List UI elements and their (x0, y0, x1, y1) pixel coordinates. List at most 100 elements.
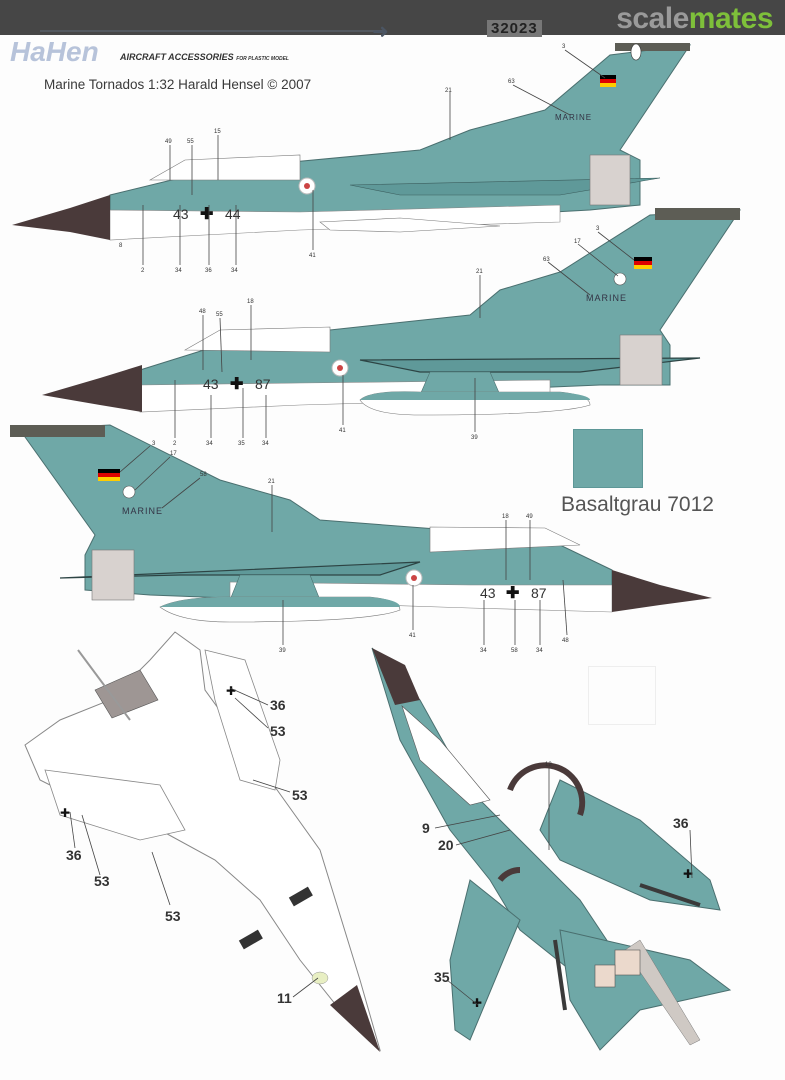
iron-cross-top-b: ✚ (472, 996, 482, 1010)
top-canopy (401, 705, 491, 806)
svg-text:34: 34 (262, 441, 269, 447)
tail-tip-2 (655, 208, 740, 220)
callouts (69, 49, 693, 1006)
svg-text:20: 20 (438, 837, 454, 853)
svg-text:21: 21 (268, 479, 275, 485)
serial-left-1: 43 (173, 206, 189, 222)
top-banner: ➜ scalemates (0, 0, 785, 42)
svg-text:53: 53 (94, 873, 110, 889)
tail-crest-2 (613, 272, 627, 286)
underside-nose-cone (330, 985, 380, 1052)
svg-text:58: 58 (511, 648, 518, 654)
svg-text:34: 34 (206, 441, 213, 447)
svg-text:11: 11 (277, 990, 292, 1006)
svg-text:63: 63 (543, 257, 550, 263)
svg-text:55: 55 (187, 139, 194, 145)
nose-cone-3 (612, 570, 712, 612)
underside-airframe (24, 631, 382, 1052)
tail-tip-3 (10, 425, 105, 437)
svg-text:41: 41 (339, 428, 346, 434)
iron-cross-underside-b: ✚ (60, 806, 70, 820)
svg-text:17: 17 (574, 239, 581, 245)
side-view-2: MARINE 43 ✚ 87 (42, 208, 741, 416)
iron-cross-2: ✚ (230, 376, 243, 393)
svg-text:3: 3 (562, 44, 566, 50)
tail-tip-1 (615, 43, 690, 51)
svg-text:2: 2 (141, 268, 145, 274)
side-view-3: MARINE 43 ✚ 87 (10, 424, 712, 623)
svg-text:48: 48 (562, 638, 569, 644)
svg-text:39: 39 (471, 435, 478, 441)
side-view-1: MARINE 43 ✚ 44 (12, 43, 692, 241)
iron-cross-underside-a: ✚ (226, 684, 236, 698)
serial-right-2: 87 (255, 376, 271, 392)
svg-text:41: 41 (409, 633, 416, 639)
svg-text:53: 53 (292, 787, 308, 803)
top-wing-right (539, 779, 721, 911)
brand-tagline: AIRCRAFT ACCESSORIES FOR PLASTIC MODEL (120, 52, 289, 62)
svg-text:58: 58 (200, 472, 207, 478)
svg-text:8: 8 (119, 243, 123, 249)
product-code: 32023 (487, 20, 542, 37)
svg-text:53: 53 (165, 908, 181, 924)
svg-text:35: 35 (238, 441, 245, 447)
brand-logo: HaHen (10, 36, 99, 67)
nozzle-2 (619, 334, 663, 386)
svg-text:39: 39 (279, 648, 286, 654)
svg-text:36: 36 (205, 268, 212, 274)
svg-text:34: 34 (175, 268, 182, 274)
svg-text:15: 15 (214, 129, 221, 135)
top-nose-cone (372, 648, 420, 705)
top-tailplane (559, 929, 732, 1051)
german-flag-3 (98, 469, 120, 481)
german-flag-2 (634, 257, 652, 269)
nose-cone-1 (12, 195, 110, 240)
underside-wing-left (44, 769, 186, 841)
svg-text:2: 2 (173, 441, 177, 447)
canopy-2 (183, 326, 331, 353)
svg-text:3: 3 (152, 441, 156, 447)
serial-right-3: 87 (531, 585, 547, 601)
callout-labels: 3 63 21 49 55 15 2 34 36 34 41 8 3 17 63… (66, 44, 689, 1006)
underside-wing-right (204, 649, 281, 791)
svg-text:21: 21 (445, 88, 452, 94)
pylon-2 (419, 371, 501, 396)
sheet-subtitle: Marine Tornados 1:32 Harald Hensel © 200… (44, 77, 312, 92)
svg-text:41: 41 (309, 253, 316, 259)
wing-1 (349, 177, 661, 196)
svg-text:49: 49 (526, 514, 533, 520)
svg-text:53: 53 (270, 723, 286, 739)
svg-text:55: 55 (216, 312, 223, 318)
svg-text:34: 34 (536, 648, 543, 654)
svg-text:18: 18 (502, 514, 509, 520)
svg-text:9: 9 (422, 820, 430, 836)
scalemates-watermark: scalemates (616, 2, 773, 35)
svg-text:18: 18 (247, 299, 254, 305)
svg-text:3: 3 (596, 226, 600, 232)
svg-text:35: 35 (434, 969, 450, 985)
tail-marine-text-1: MARINE (555, 113, 592, 122)
color-swatch (573, 429, 643, 488)
nozzle-1 (589, 154, 631, 206)
serial-left-2: 43 (203, 376, 219, 392)
german-flag-1 (600, 75, 616, 87)
tail-marine-text-3: MARINE (122, 506, 163, 516)
wing-3 (59, 561, 421, 579)
tail-crest-3 (122, 485, 136, 499)
tail-crest-1 (630, 43, 642, 61)
nozzle-3 (91, 549, 135, 601)
missile-1 (319, 217, 501, 233)
svg-text:12: 12 (545, 762, 552, 768)
color-swatch-label: Basaltgrau 7012 (561, 493, 714, 516)
svg-text:48: 48 (199, 309, 206, 315)
svg-text:21: 21 (476, 269, 483, 275)
top-view: ✚ ✚ (371, 647, 732, 1051)
svg-text:49: 49 (165, 139, 172, 145)
canopy-1 (148, 154, 301, 181)
svg-text:17: 17 (170, 451, 177, 457)
svg-text:36: 36 (270, 697, 286, 713)
iron-cross-3: ✚ (506, 585, 519, 602)
serial-right-1: 44 (225, 206, 241, 222)
tail-marine-text-2: MARINE (586, 293, 627, 303)
